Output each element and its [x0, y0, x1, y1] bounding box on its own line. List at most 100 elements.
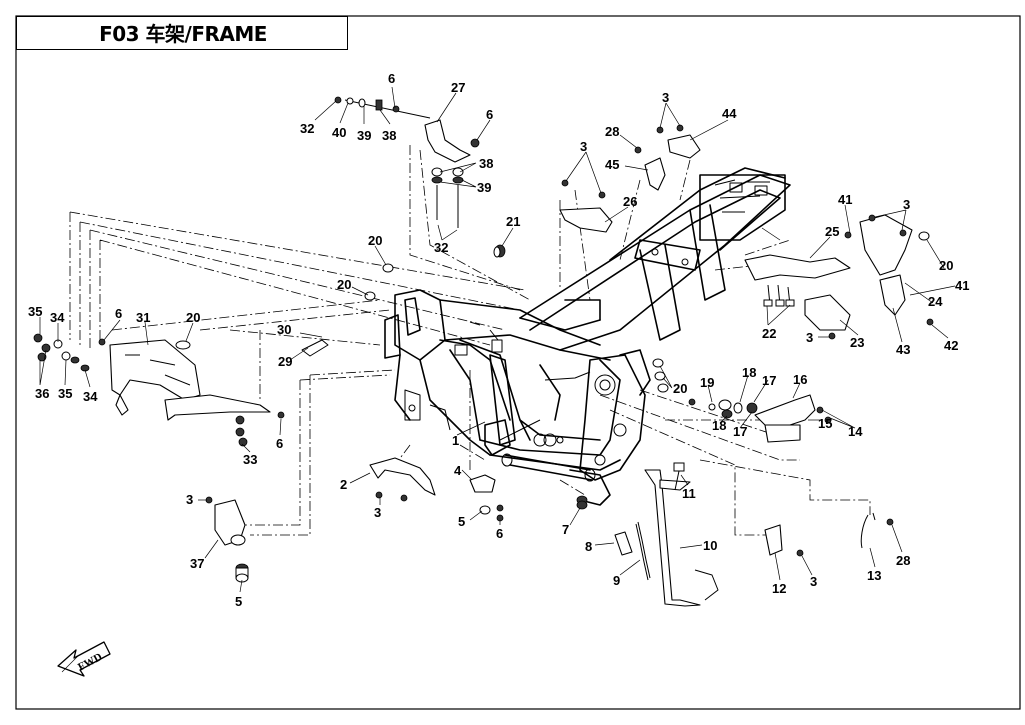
part-8-sleeve [614, 531, 633, 556]
callout-41-a: 41 [838, 192, 852, 207]
part-45-bracket [644, 157, 666, 191]
callout-2: 2 [340, 477, 347, 492]
callout-26: 26 [623, 194, 637, 209]
part-25-rail [744, 254, 851, 281]
part-9-spring [635, 521, 651, 581]
callout-12: 12 [772, 581, 786, 596]
callout-36: 36 [35, 386, 49, 401]
callout-23: 23 [850, 335, 864, 350]
callout-25: 25 [825, 224, 839, 239]
callout-4: 4 [454, 463, 462, 478]
part-5-rubber-mid [479, 505, 491, 515]
callout-17-b: 17 [733, 424, 747, 439]
part-23-plate [804, 294, 851, 331]
callout-38-b: 38 [479, 156, 493, 171]
callout-11: 11 [682, 486, 696, 501]
callout-44: 44 [722, 106, 737, 121]
assembly-guide-lines [69, 145, 871, 536]
callout-15: 15 [818, 416, 832, 431]
callout-39-b: 39 [477, 180, 491, 195]
callout-20-b: 20 [337, 277, 351, 292]
callout-9: 9 [613, 573, 620, 588]
callout-8: 8 [585, 539, 592, 554]
callout-42: 42 [944, 338, 958, 353]
parts-33-36-fasteners [33, 333, 248, 447]
part-26-bracket [559, 207, 613, 233]
callout-5-a: 5 [235, 594, 242, 609]
callout-6-e: 6 [496, 526, 503, 541]
callout-6-c: 6 [115, 306, 122, 321]
callout-labels: 6 27 6 32 40 39 38 38 39 32 3 44 28 3 45… [28, 71, 969, 609]
callout-3-e: 3 [374, 505, 381, 520]
page-title: F03 车架/FRAME [99, 22, 267, 46]
callout-40: 40 [332, 125, 346, 140]
callout-30: 30 [277, 322, 291, 337]
part-31-bracket [109, 339, 271, 421]
callout-5-b: 5 [458, 514, 465, 529]
callout-45: 45 [605, 157, 619, 172]
callout-34-a: 34 [50, 310, 65, 325]
callout-19: 19 [700, 375, 714, 390]
callout-20-c: 20 [939, 258, 953, 273]
callout-20-a: 20 [368, 233, 382, 248]
callout-28-b: 28 [896, 553, 910, 568]
callout-3-f: 3 [186, 492, 193, 507]
callout-43: 43 [896, 342, 910, 357]
callout-3-d: 3 [806, 330, 813, 345]
part-22-bolts [763, 284, 795, 307]
part-7-spring [576, 495, 588, 510]
part-17-19-spacers [708, 399, 758, 419]
callout-27: 27 [451, 80, 465, 95]
callout-41-b: 41 [955, 278, 969, 293]
callout-3-g: 3 [810, 574, 817, 589]
callout-29: 29 [278, 354, 292, 369]
callout-18-a: 18 [742, 365, 756, 380]
callout-6-a: 6 [388, 71, 395, 86]
part-2-bracket [369, 457, 436, 496]
sheet-border [15, 15, 1021, 710]
callout-37: 37 [190, 556, 204, 571]
callout-33: 33 [243, 452, 257, 467]
callout-7: 7 [562, 522, 569, 537]
callout-35-b: 35 [58, 386, 72, 401]
callout-3-b: 3 [580, 139, 587, 154]
callout-leaders [39, 86, 956, 593]
callout-16: 16 [793, 372, 807, 387]
callout-18-b: 18 [712, 418, 726, 433]
part-16-footrest-bracket [754, 394, 816, 443]
title-box: F03 车架/FRAME [16, 16, 348, 50]
part-20-grommet [175, 340, 191, 350]
callout-20-e: 20 [673, 381, 687, 396]
callout-6-b: 6 [486, 107, 493, 122]
callout-39-a: 39 [357, 128, 371, 143]
callout-32-b: 32 [434, 240, 448, 255]
part-20-washers [364, 231, 930, 393]
part-38-39-rubbers [358, 98, 464, 228]
callout-13: 13 [867, 568, 881, 583]
callout-24: 24 [928, 294, 943, 309]
callout-20-d: 20 [186, 310, 200, 325]
callout-22: 22 [762, 326, 776, 341]
part-13-wire [860, 512, 876, 549]
part-12-bracket [764, 524, 783, 556]
callout-38-a: 38 [382, 128, 396, 143]
part-29-clamp [301, 339, 329, 357]
callout-35-a: 35 [28, 304, 42, 319]
main-frame [384, 167, 791, 506]
part-10-sidestand [644, 469, 719, 607]
callout-6-d: 6 [276, 436, 283, 451]
part-24-bracket [859, 214, 913, 276]
part-43-bracket [879, 274, 906, 316]
misc-bolts [98, 96, 934, 557]
part-21-grommet [493, 244, 506, 258]
callout-28-a: 28 [605, 124, 619, 139]
callout-21: 21 [506, 214, 520, 229]
callout-32-a: 32 [300, 121, 314, 136]
callout-17-a: 17 [762, 373, 776, 388]
callout-34-b: 34 [83, 389, 98, 404]
callout-31: 31 [136, 310, 150, 325]
callout-1: 1 [452, 433, 459, 448]
part-5-rubber-lower [235, 563, 249, 583]
